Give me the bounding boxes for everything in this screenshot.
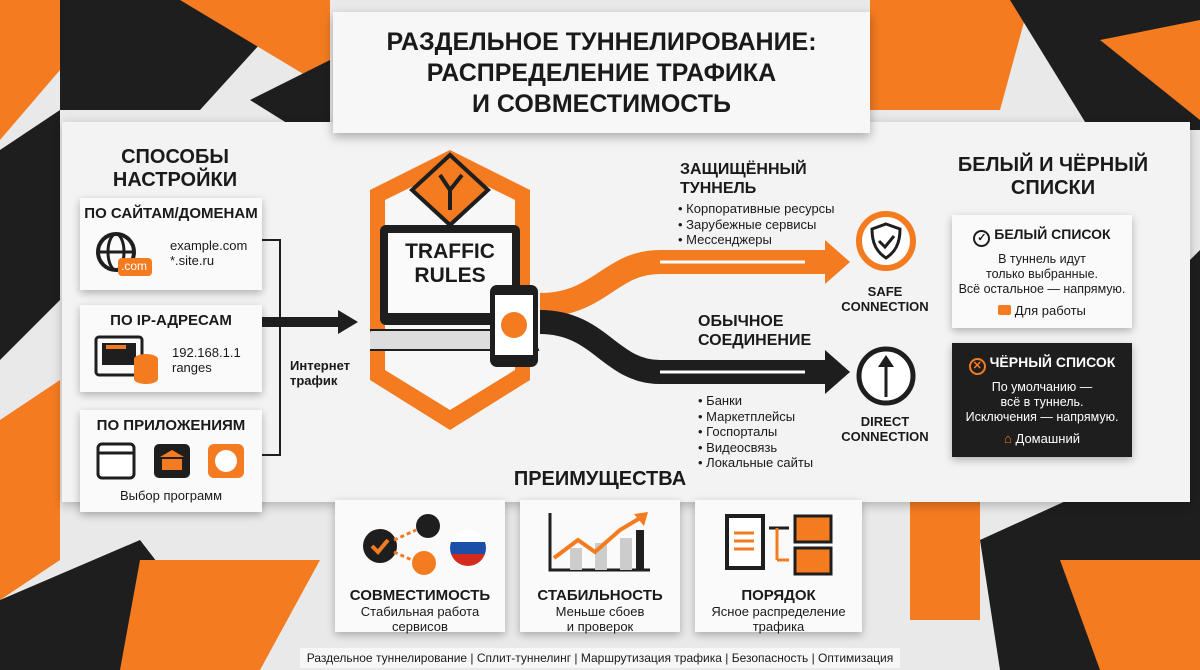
list-item: • Корпоративные ресурсы <box>678 201 835 216</box>
apps-caption: Выбор программ <box>119 488 223 503</box>
heading-line: СОЕДИНЕНИЕ <box>698 332 812 349</box>
ip-line: ranges <box>172 360 212 375</box>
bank-icon <box>154 444 190 478</box>
method-card-domains: ПО САЙТАМ/ДОМЕНАМ .com example.com *.sit… <box>80 198 262 290</box>
ip-examples: 192.168.1.1 ranges <box>172 345 241 375</box>
label-line: Интернет <box>290 358 351 373</box>
services-compatibility-icon <box>363 514 486 575</box>
tunnel-list: • Корпоративные ресурсы • Зарубежные сер… <box>678 201 835 248</box>
benefit-card: ПОРЯДОК Ясное распределение трафика <box>695 500 862 634</box>
page-title: РАЗДЕЛЬНОЕ ТУННЕЛИРОВАНИЕ: РАСПРЕДЕЛЕНИЕ… <box>333 12 870 133</box>
label-line: трафик <box>290 373 338 388</box>
white-list-title: ✓ БЕЛЫЙ СПИСОК <box>952 226 1132 247</box>
tunnel-heading: ЗАЩИЩЁННЫЙ ТУННЕЛЬ <box>680 160 807 198</box>
methods-heading: СПОСОБЫ НАСТРОЙКИ <box>80 146 270 192</box>
card-title: ПО САЙТАМ/ДОМЕНАМ <box>84 205 258 222</box>
messenger-icon <box>208 444 244 478</box>
black-list-tag: ⌂ Домашний <box>1004 431 1080 446</box>
shield-check-icon <box>856 211 916 271</box>
desc-line: только выбранные. <box>985 267 1098 281</box>
lists-heading: БЕЛЫЙ И ЧЁРНЫЙ СПИСКИ <box>945 154 1161 200</box>
benefit-title: СТАБИЛЬНОСТЬ <box>537 587 663 604</box>
ip-line: 192.168.1.1 <box>172 345 241 360</box>
direct-connection-label: DIRECT CONNECTION <box>835 414 935 444</box>
heading-line: ОБЫЧНОЕ <box>698 313 784 330</box>
heading-line: ТУННЕЛЬ <box>680 180 757 197</box>
safe-connection-label: SAFE CONNECTION <box>835 284 935 314</box>
footer-tags: Раздельное туннелирование | Сплит-туннел… <box>300 648 900 668</box>
internet-traffic-label: Интернет трафик <box>290 358 350 388</box>
benefit-desc: и проверок <box>566 619 634 634</box>
laptop-screen-text: TRAFFIC RULES <box>388 240 512 288</box>
white-list-tag: Для работы <box>952 303 1132 318</box>
check-circle-icon: ✓ <box>973 230 991 247</box>
arrow-up-circle-icon <box>856 346 916 406</box>
white-list-card: ✓ БЕЛЫЙ СПИСОК В туннель идут только выб… <box>952 215 1132 328</box>
benefit-desc: Стабильная работа <box>360 604 480 619</box>
briefcase-icon <box>998 305 1012 315</box>
screen-line: RULES <box>414 264 486 287</box>
benefit-card: СТАБИЛЬНОСТЬ Меньше сбоев и проверок <box>520 500 680 634</box>
white-list-desc: В туннель идут только выбранные. Всё ост… <box>952 252 1132 297</box>
app-icons <box>96 442 244 480</box>
desc-line: Всё остальное — напрямую. <box>958 282 1126 296</box>
list-item: • Госпорталы <box>698 424 778 439</box>
title-line: И СОВМЕСТИМОСТЬ <box>472 90 731 118</box>
list-item: • Зарубежные сервисы <box>678 216 817 232</box>
smartphone-icon <box>490 285 538 367</box>
domain-line: example.com <box>170 238 248 253</box>
benefits-heading: ПРЕИМУЩЕСТВА <box>513 468 687 490</box>
title-line: РАСПРЕДЕЛЕНИЕ ТРАФИКА <box>426 59 777 87</box>
ethernet-database-icon <box>94 335 158 384</box>
benefit-desc: трафика <box>752 619 805 634</box>
black-list-card: ✕ ЧЁРНЫЙ СПИСОК По умолчанию — всё в тун… <box>952 343 1132 457</box>
desc-line: По умолчанию — <box>991 380 1093 394</box>
browser-window-icon <box>96 442 136 480</box>
heading-line: БЕЛЫЙ И ЧЁРНЫЙ <box>957 154 1149 176</box>
domain-line: *.site.ru <box>170 253 215 268</box>
label-line: SAFE <box>867 284 903 299</box>
heading-line: СПОСОБЫ <box>121 146 229 168</box>
road-fork-sign-icon <box>409 152 491 228</box>
black-list-desc: По умолчанию — всё в туннель. Исключения… <box>952 380 1132 425</box>
method-card-apps: ПО ПРИЛОЖЕНИЯМ Выбор программ <box>80 410 262 512</box>
heading-line: НАСТРОЙКИ <box>112 169 238 191</box>
heading-line: ЗАЩИЩЁННЫЙ <box>680 161 807 178</box>
title-line: РАЗДЕЛЬНОЕ ТУННЕЛИРОВАНИЕ: <box>386 28 817 56</box>
benefit-desc: сервисов <box>392 619 448 634</box>
benefit-title: ПОРЯДОК <box>741 587 816 604</box>
label-line: DIRECT <box>860 414 910 429</box>
list-item: • Локальные сайты <box>698 455 814 470</box>
benefit-title: СОВМЕСТИМОСТЬ <box>349 587 491 604</box>
x-circle-icon: ✕ <box>968 358 986 375</box>
domain-examples: example.com *.site.ru <box>170 238 247 268</box>
list-item: • Видеосвязь <box>698 439 778 455</box>
screen-line: TRAFFIC <box>405 240 495 263</box>
globe-icon <box>96 232 152 276</box>
direct-list: • Банки • Маркетплейсы • Госпорталы • Ви… <box>698 393 813 471</box>
benefit-desc: Меньше сбоев <box>555 604 645 619</box>
traffic-rules-device <box>370 152 540 367</box>
list-item: • Мессенджеры <box>678 232 772 247</box>
growth-chart-icon <box>548 512 650 572</box>
black-list-title: ✕ ЧЁРНЫЙ СПИСОК <box>952 354 1132 375</box>
home-icon: ⌂ <box>1004 431 1012 446</box>
desc-line: всё в туннель. <box>1000 395 1084 409</box>
label-line: CONNECTION <box>841 429 929 444</box>
com-badge: .com <box>121 259 148 273</box>
direct-heading: ОБЫЧНОЕ СОЕДИНЕНИЕ <box>698 312 811 350</box>
card-title: ПО ПРИЛОЖЕНИЯМ <box>96 417 246 434</box>
desc-line: В туннель идут <box>998 252 1086 266</box>
document-folders-icon <box>724 514 832 576</box>
benefit-desc: Ясное распределение <box>711 604 846 619</box>
card-title: ПО IP-АДРЕСАМ <box>110 312 232 329</box>
label-line: CONNECTION <box>841 299 929 314</box>
list-item: • Маркетплейсы <box>698 408 796 424</box>
benefit-card: СОВМЕСТИМОСТЬ Стабильная работа сервисов <box>335 500 505 634</box>
heading-line: СПИСКИ <box>1010 177 1096 199</box>
list-item: • Банки <box>698 393 743 408</box>
desc-line: Исключения — напрямую. <box>965 410 1119 424</box>
method-card-ip: ПО IP-АДРЕСАМ 192.168.1.1 ranges <box>80 305 262 392</box>
